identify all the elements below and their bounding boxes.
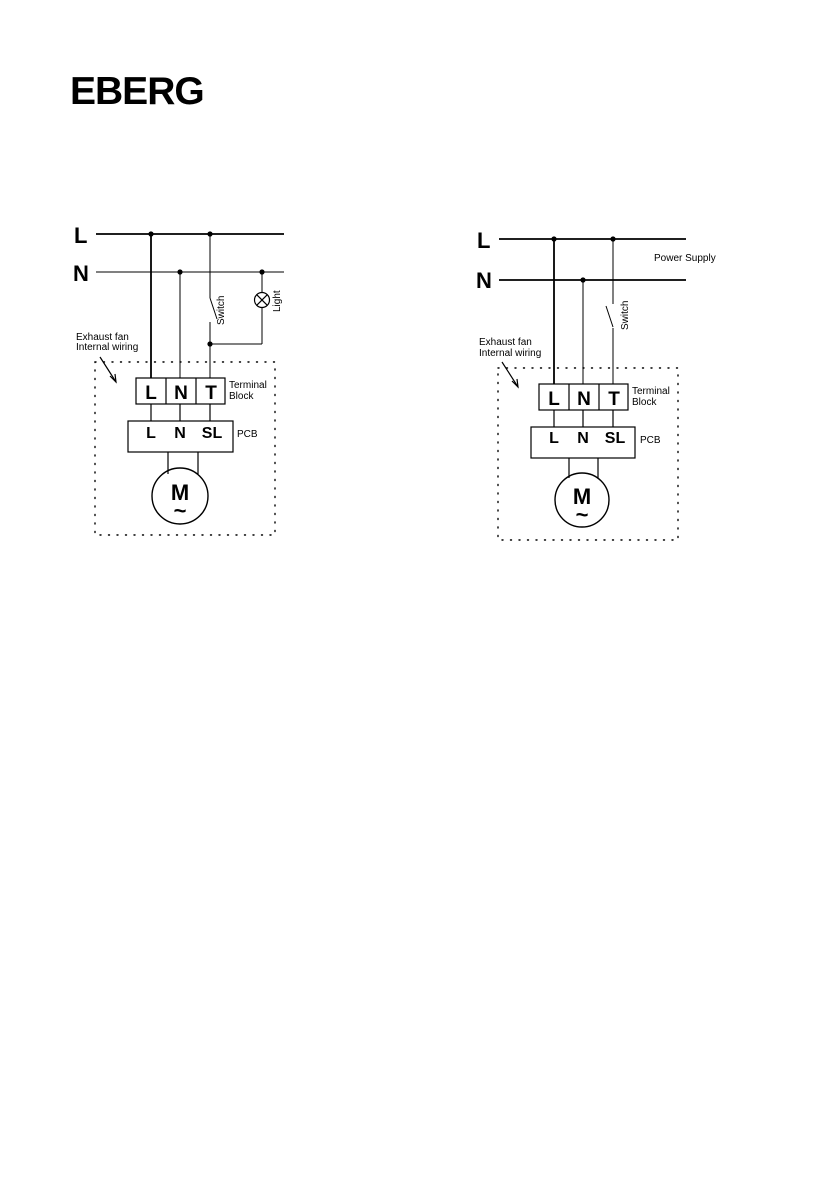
right-power-supply-label: Power Supply (654, 253, 716, 264)
left-pointer-arrow (100, 357, 116, 382)
right-pcb-terminal-n: N (577, 430, 589, 447)
right-switch-blade (606, 306, 613, 327)
left-junction-dot (207, 231, 212, 236)
left-terminal-n: N (174, 383, 188, 404)
left-junction-dot (207, 341, 212, 346)
right-bus-label-l: L (477, 228, 490, 253)
right-terminal-block-label-line2: Block (632, 397, 657, 408)
right-pointer-arrow (502, 362, 518, 387)
brand-logo: EBERG (70, 70, 204, 113)
left-diagram-labels: L N Switch Light Exhaust fan Internal wi… (73, 223, 283, 523)
left-switch-label: Switch (216, 296, 227, 325)
left-terminal-l: L (145, 383, 157, 404)
left-motor-ac-symbol: ~ (174, 498, 187, 523)
left-terminal-t: T (205, 383, 217, 404)
right-pcb-terminal-l: L (549, 430, 559, 447)
brand-logo-text: EBERG (70, 70, 204, 113)
left-bus-label-n: N (73, 261, 89, 286)
left-terminal-block-label-line2: Block (229, 391, 254, 402)
lamp-icon (255, 293, 270, 308)
right-terminal-l: L (548, 389, 560, 410)
left-terminal-block-label-line1: Terminal (229, 380, 267, 391)
right-terminal-block-label-line1: Terminal (632, 386, 670, 397)
left-bus-label-l: L (74, 223, 87, 248)
right-terminal-t: T (608, 389, 620, 410)
left-pcb-label: PCB (237, 429, 258, 440)
right-junction-dot (610, 236, 615, 241)
right-pcb-label: PCB (640, 435, 661, 446)
right-switch-label: Switch (620, 301, 631, 330)
right-bus-label-n: N (476, 268, 492, 293)
right-junction-dot (580, 277, 585, 282)
left-pcb-terminal-n: N (174, 425, 186, 442)
right-internal-label-line1: Exhaust fan (479, 337, 532, 348)
right-terminal-n: N (577, 389, 591, 410)
right-motor-ac-symbol: ~ (576, 502, 589, 527)
left-junction-dot (177, 269, 182, 274)
left-junction-dot (148, 231, 153, 236)
left-junction-dot (259, 269, 264, 274)
left-pcb-terminal-l: L (146, 425, 156, 442)
left-internal-label-line2: Internal wiring (76, 342, 138, 353)
left-light-label: Light (272, 290, 283, 312)
right-junction-dot (551, 236, 556, 241)
right-pcb-terminal-sl: SL (605, 430, 626, 447)
left-pcb-terminal-sl: SL (202, 425, 223, 442)
right-internal-label-line2: Internal wiring (479, 348, 541, 359)
